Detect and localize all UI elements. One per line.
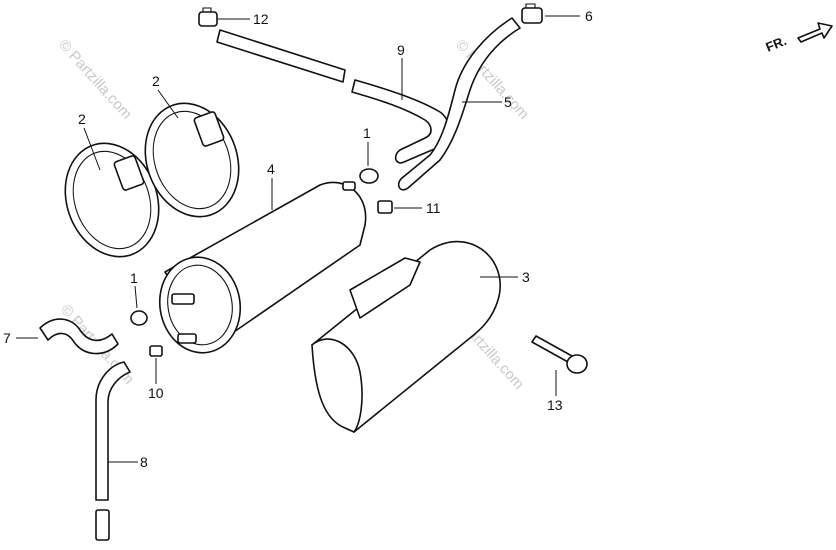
callout-3: 3 [522, 269, 530, 285]
part-1-clip-lower [130, 310, 148, 326]
callout-7: 6 [585, 8, 593, 24]
part-7-clamp [521, 3, 543, 24]
callout-13: 13 [547, 397, 563, 413]
callout-2b: 2 [152, 73, 160, 89]
callout-8: 8 [140, 454, 148, 470]
direction-label: FR. [764, 33, 789, 55]
callout-4: 5 [504, 94, 512, 110]
leader-2b [157, 89, 179, 119]
callout-6: 4 [267, 161, 275, 177]
part-4-hose [397, 17, 521, 191]
part-2-band-left [64, 142, 160, 258]
callout-1a: 1 [363, 125, 371, 141]
part-3-cover [311, 240, 501, 433]
part-9-hose [351, 79, 450, 164]
front-direction-indicator: FR. [764, 22, 833, 55]
part-10-clamp [149, 345, 163, 357]
part-13-bolt [531, 335, 588, 374]
part-2-band-right [144, 102, 240, 218]
part-11-clamp [377, 200, 393, 214]
callout-11: 11 [426, 200, 441, 216]
callout-2a: 2 [78, 111, 86, 127]
part-12-clamp [198, 7, 218, 27]
part-8-hose [95, 361, 131, 501]
callout-5: 7 [3, 330, 11, 346]
part-5-hose [39, 318, 119, 355]
callout-12: 12 [253, 11, 269, 27]
part-6-canister [158, 181, 367, 354]
hose-upper-left [216, 29, 346, 83]
callout-1b: 1 [130, 270, 138, 286]
callout-9: 9 [397, 42, 405, 58]
leader-1b [134, 285, 138, 309]
front-arrow-icon [797, 22, 833, 43]
callout-10: 10 [148, 385, 164, 401]
watermark-text: © Partzilla.com [55, 36, 135, 122]
part-8-hose-segment [95, 509, 110, 541]
part-1-clip-upper [359, 168, 379, 184]
leader-2a [83, 127, 101, 171]
